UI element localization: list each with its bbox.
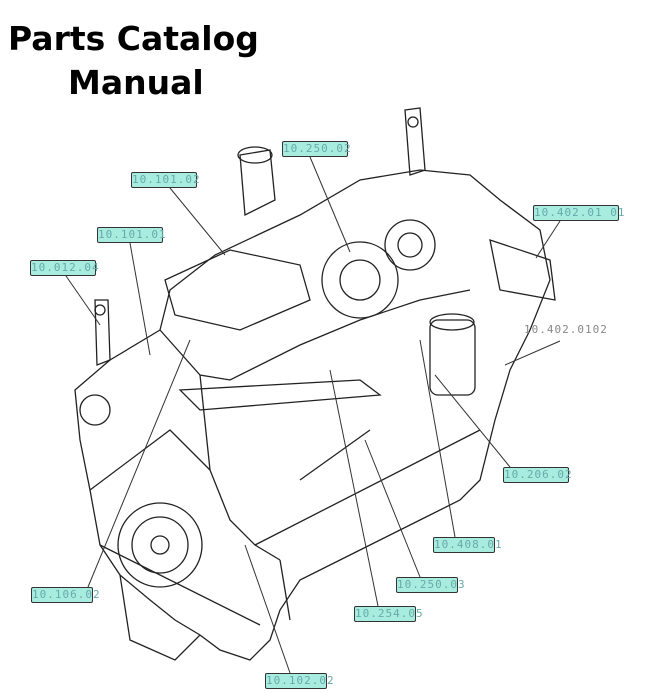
callout-label[interactable]: 10.206.02 (503, 467, 573, 483)
callout-label[interactable]: 10.250.03 (396, 577, 466, 593)
engine-block (74, 107, 556, 661)
callout-text[interactable]: 10.402.0102 (524, 323, 608, 336)
leader-lines (65, 156, 561, 674)
callout-label[interactable]: 10.402.01 01 (533, 205, 626, 221)
title-line-1: Parts Catalog (8, 19, 259, 58)
callout-label[interactable]: 10.106.02 (31, 587, 101, 603)
callout-label[interactable]: 10.101.02 (131, 172, 201, 188)
callout-label[interactable]: 10.012.04 (30, 260, 100, 276)
callout-label[interactable]: 10.102.02 (265, 673, 335, 689)
callout-label[interactable]: 10.408.01 (433, 537, 503, 553)
callout-label[interactable]: 10.101.01 (97, 227, 167, 243)
callout-label[interactable]: 10.254.05 (354, 606, 424, 622)
callout-label[interactable]: 10.250.02 (282, 141, 352, 157)
title-line-2: Manual (68, 63, 204, 102)
